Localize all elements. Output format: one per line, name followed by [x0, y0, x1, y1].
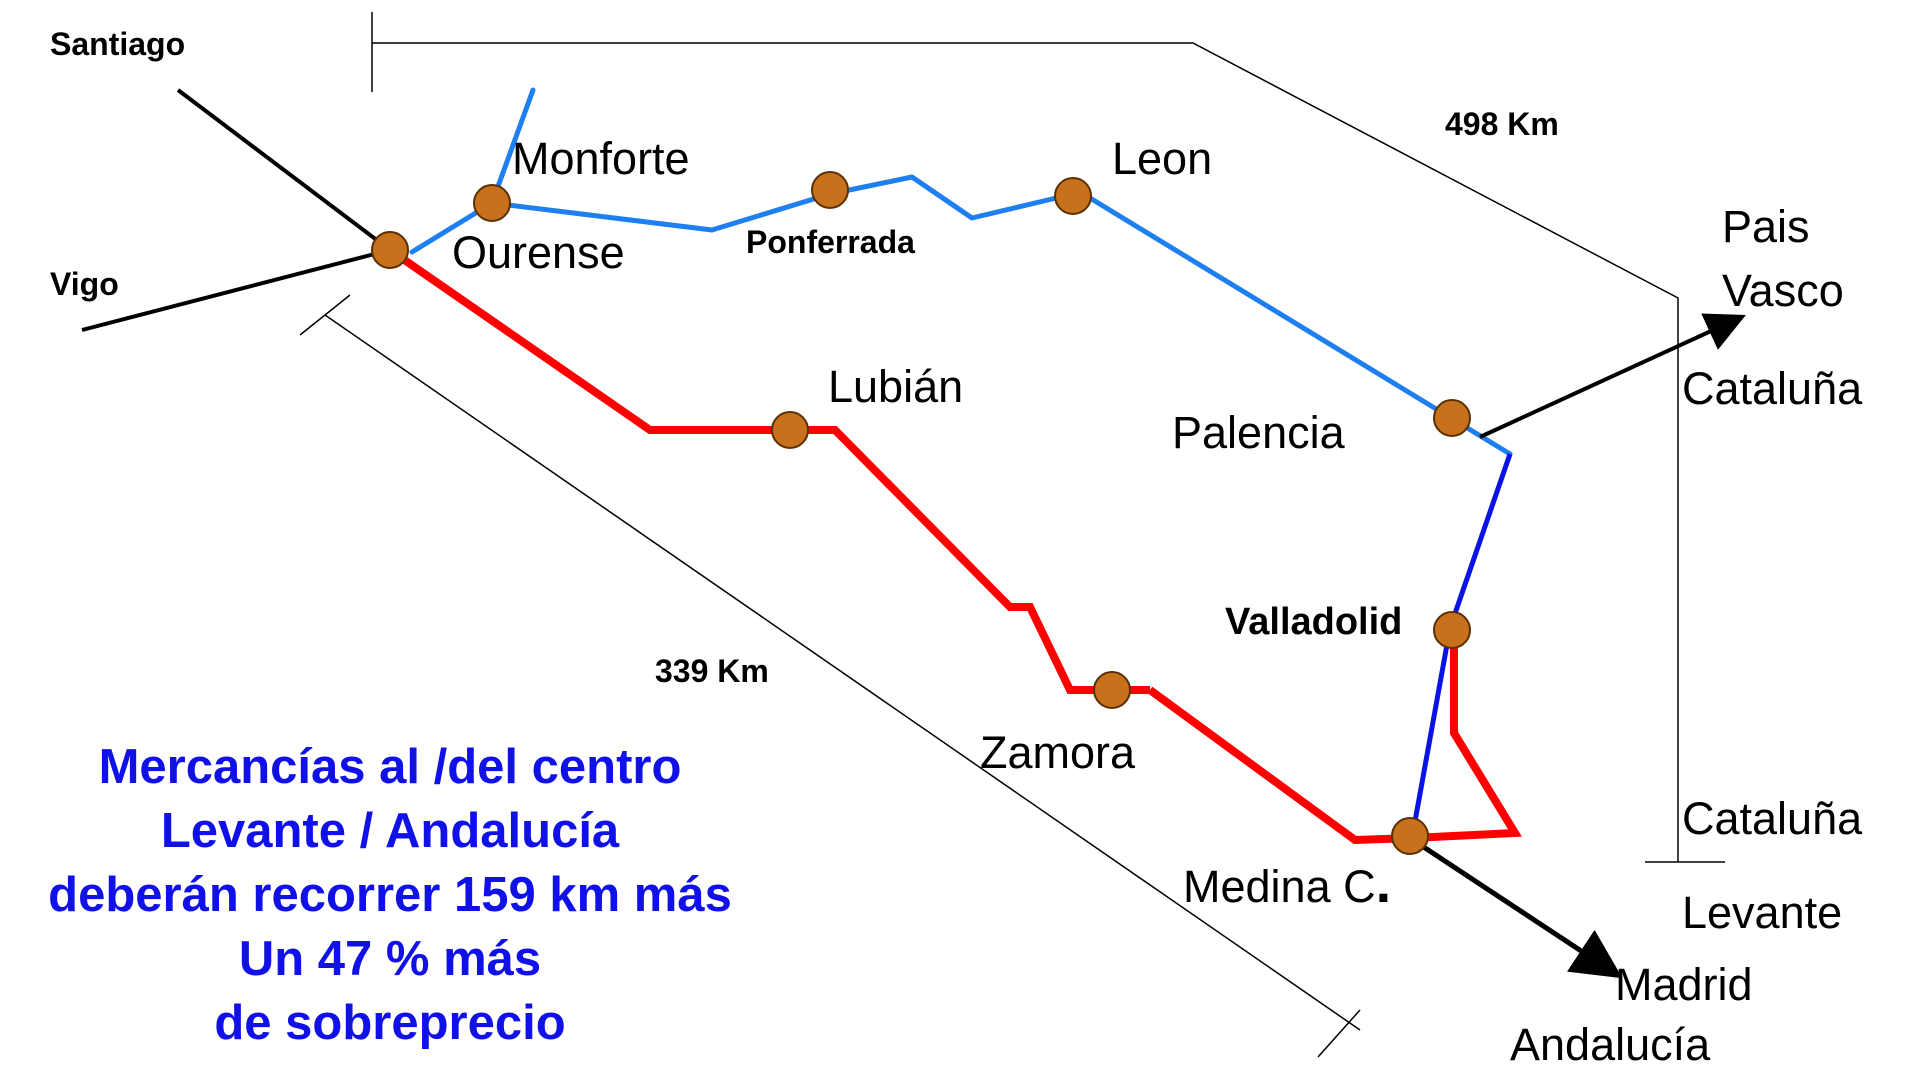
label-palencia: Palencia	[1172, 407, 1345, 458]
route-new-southern	[387, 246, 1522, 845]
label-ourense: Ourense	[452, 227, 625, 278]
distance-line-northern	[371, 12, 1725, 863]
label-vigo: Vigo	[50, 266, 119, 302]
label-leon: Leon	[1112, 133, 1213, 184]
arrow-to-madrid	[1408, 835, 1623, 979]
note-line-3: deberán recorrer 159 km más	[48, 868, 732, 922]
label-levante: Levante	[1682, 887, 1843, 938]
label-zamora: Zamora	[980, 727, 1136, 778]
note-line-2: Levante / Andalucía	[160, 804, 620, 858]
label-valladolid: Valladolid	[1225, 601, 1403, 643]
station-lubian	[771, 411, 809, 449]
station-zamora	[1093, 671, 1131, 709]
station-palencia	[1433, 399, 1471, 437]
label-santiago: Santiago	[50, 26, 186, 62]
label-madrid: Madrid	[1615, 959, 1753, 1010]
label-medina: Medina C.	[1183, 855, 1391, 911]
note-line-5: de sobreprecio	[214, 996, 566, 1050]
label-pais: Pais	[1722, 201, 1810, 252]
label-vasco: Vasco	[1722, 265, 1844, 316]
label-cataluna-bottom: Cataluña	[1682, 793, 1863, 844]
station-ponferrada	[811, 171, 849, 209]
distance-line-southern	[299, 294, 1361, 1058]
line-vigo	[81, 248, 391, 332]
station-ourense-junction	[371, 231, 409, 269]
station-valladolid	[1433, 611, 1471, 649]
station-leon	[1054, 177, 1092, 215]
medina-dot: .	[1375, 851, 1392, 914]
stations	[371, 171, 1471, 855]
label-andalucia: Andalucía	[1510, 1019, 1711, 1070]
line-santiago	[176, 88, 392, 252]
distance-label-northern: 498 Km	[1445, 106, 1559, 142]
label-monforte: Monforte	[512, 133, 690, 184]
note-line-1: Mercancías al /del centro	[98, 740, 682, 794]
note-line-4: Un 47 % más	[238, 932, 542, 986]
medina-text: Medina C	[1183, 861, 1376, 912]
label-lubian: Lubián	[828, 361, 964, 412]
label-cataluna-top: Cataluña	[1682, 363, 1863, 414]
distance-label-southern: 339 Km	[655, 653, 769, 689]
freight-note: Mercancías al /del centro Levante / Anda…	[0, 735, 780, 1055]
label-ponferrada: Ponferrada	[746, 224, 915, 260]
station-medina	[1391, 817, 1429, 855]
station-ourense	[473, 184, 511, 222]
arrow-to-pais-vasco	[1479, 313, 1746, 439]
